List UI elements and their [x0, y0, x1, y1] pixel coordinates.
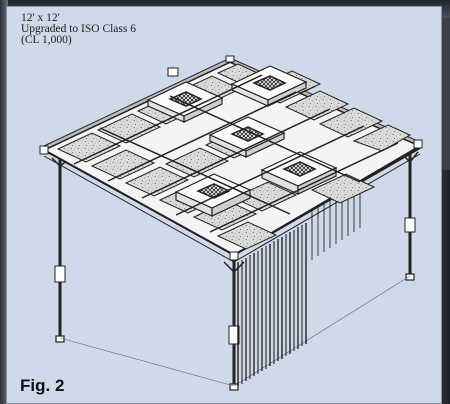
figure-label: Fig. 2 — [20, 376, 65, 395]
filter-panel — [164, 147, 230, 178]
figure-caption: 12' x 12' Upgraded to ISO Class 6 (CL 1,… — [21, 12, 136, 46]
grid-bars — [73, 74, 399, 233]
filter-panel — [352, 124, 412, 152]
caption-line-class: Upgraded to ISO Class 6 — [21, 23, 136, 35]
filter-panel — [232, 181, 298, 212]
filter-panel — [284, 90, 350, 121]
fan-filter-unit-icon — [146, 81, 224, 123]
filter-panel — [56, 132, 122, 163]
background-left-strip — [0, 0, 8, 404]
filter-panel — [124, 166, 190, 197]
fan-filter-unit-icon — [208, 116, 286, 158]
caption-line-size: 12' x 12' — [21, 12, 60, 24]
filter-panel — [318, 107, 384, 138]
corner-brackets — [39, 55, 423, 261]
fan-filter-unit-icon — [174, 173, 252, 217]
filter-panel — [90, 149, 156, 180]
filter-panel — [216, 221, 278, 250]
filter-panel — [96, 113, 162, 144]
caption-line-cl: (CL 1,000) — [21, 34, 72, 46]
hepa-filters — [56, 63, 412, 250]
strip-curtain — [237, 182, 361, 386]
